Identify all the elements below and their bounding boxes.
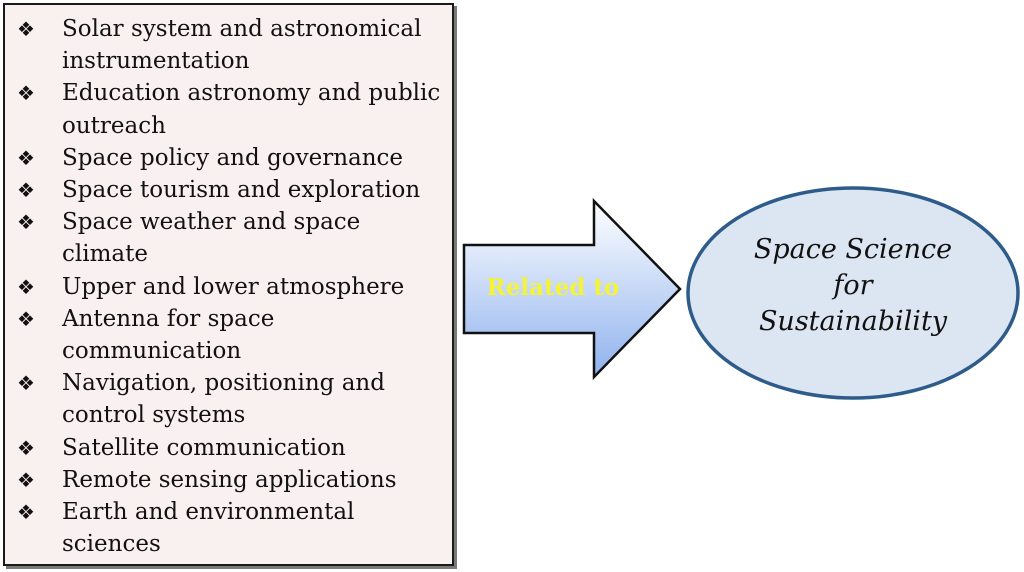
topic-item: ❖ Earth and environmental sciences <box>17 496 446 560</box>
topic-label: Solar system and astronomical instrument… <box>62 16 422 75</box>
diamond-bullet-icon: ❖ <box>17 371 35 396</box>
topic-label: Satellite communication <box>62 434 346 461</box>
goal-title: Space Science for Sustainability <box>704 232 1002 340</box>
diamond-bullet-icon: ❖ <box>17 435 35 460</box>
goal-line-3: Sustainability <box>758 306 948 337</box>
topic-label: Space policy and governance <box>62 144 404 171</box>
topic-label: Antenna for space communication <box>62 305 275 365</box>
topic-item: ❖ Remote sensing applications <box>17 464 446 496</box>
topic-item: ❖ Antenna for space communication <box>17 303 446 367</box>
arrow-label: Related to <box>486 274 620 301</box>
topic-label: Upper and lower atmosphere <box>62 273 405 300</box>
goal-line-2: for <box>833 270 873 301</box>
topic-item: ❖ Satellite communication <box>17 432 446 464</box>
topic-item: ❖ Space tourism and exploration <box>17 174 446 206</box>
diamond-bullet-icon: ❖ <box>17 467 35 492</box>
diamond-bullet-icon: ❖ <box>17 17 35 41</box>
topic-item: ❖ Education astronomy and public outreach <box>17 77 446 141</box>
goal-line-1: Space Science <box>753 234 953 265</box>
diamond-bullet-icon: ❖ <box>17 274 35 299</box>
arrow-shape <box>462 198 682 380</box>
diamond-bullet-icon: ❖ <box>17 500 35 525</box>
topic-label: Remote sensing applications <box>62 466 397 493</box>
diamond-bullet-icon: ❖ <box>17 210 35 235</box>
arrow-body <box>462 198 682 380</box>
topic-label: Education astronomy and public outreach <box>62 80 441 139</box>
topic-item: ❖ Navigation, positioning and control sys… <box>17 367 446 431</box>
diamond-bullet-icon: ❖ <box>17 306 35 331</box>
topic-label: Earth and environmental sciences <box>62 499 355 558</box>
ellipse-outline <box>686 186 1020 400</box>
diamond-bullet-icon: ❖ <box>17 145 35 170</box>
topic-label: Space tourism and exploration <box>62 177 421 204</box>
topics-box: ❖ Solar system and astronomical instrumen… <box>3 3 454 566</box>
diamond-bullet-icon: ❖ <box>17 178 35 203</box>
topic-item: ❖ Space weather and space climate <box>17 206 446 270</box>
goal-ellipse: Space Science for Sustainability <box>684 184 1022 402</box>
topic-list: ❖ Solar system and astronomical instrumen… <box>17 13 446 560</box>
topic-label: Space weather and space climate <box>62 209 361 268</box>
topic-item: ❖ Solar system and astronomical instrumen… <box>17 13 446 77</box>
topic-item: ❖ Upper and lower atmosphere <box>17 271 446 303</box>
topic-label: Navigation, positioning and control syst… <box>62 370 385 429</box>
topic-item: ❖ Space policy and governance <box>17 142 446 174</box>
diamond-bullet-icon: ❖ <box>17 81 35 106</box>
related-to-arrow: Related to <box>462 198 684 380</box>
ellipse-shape <box>686 186 1020 400</box>
